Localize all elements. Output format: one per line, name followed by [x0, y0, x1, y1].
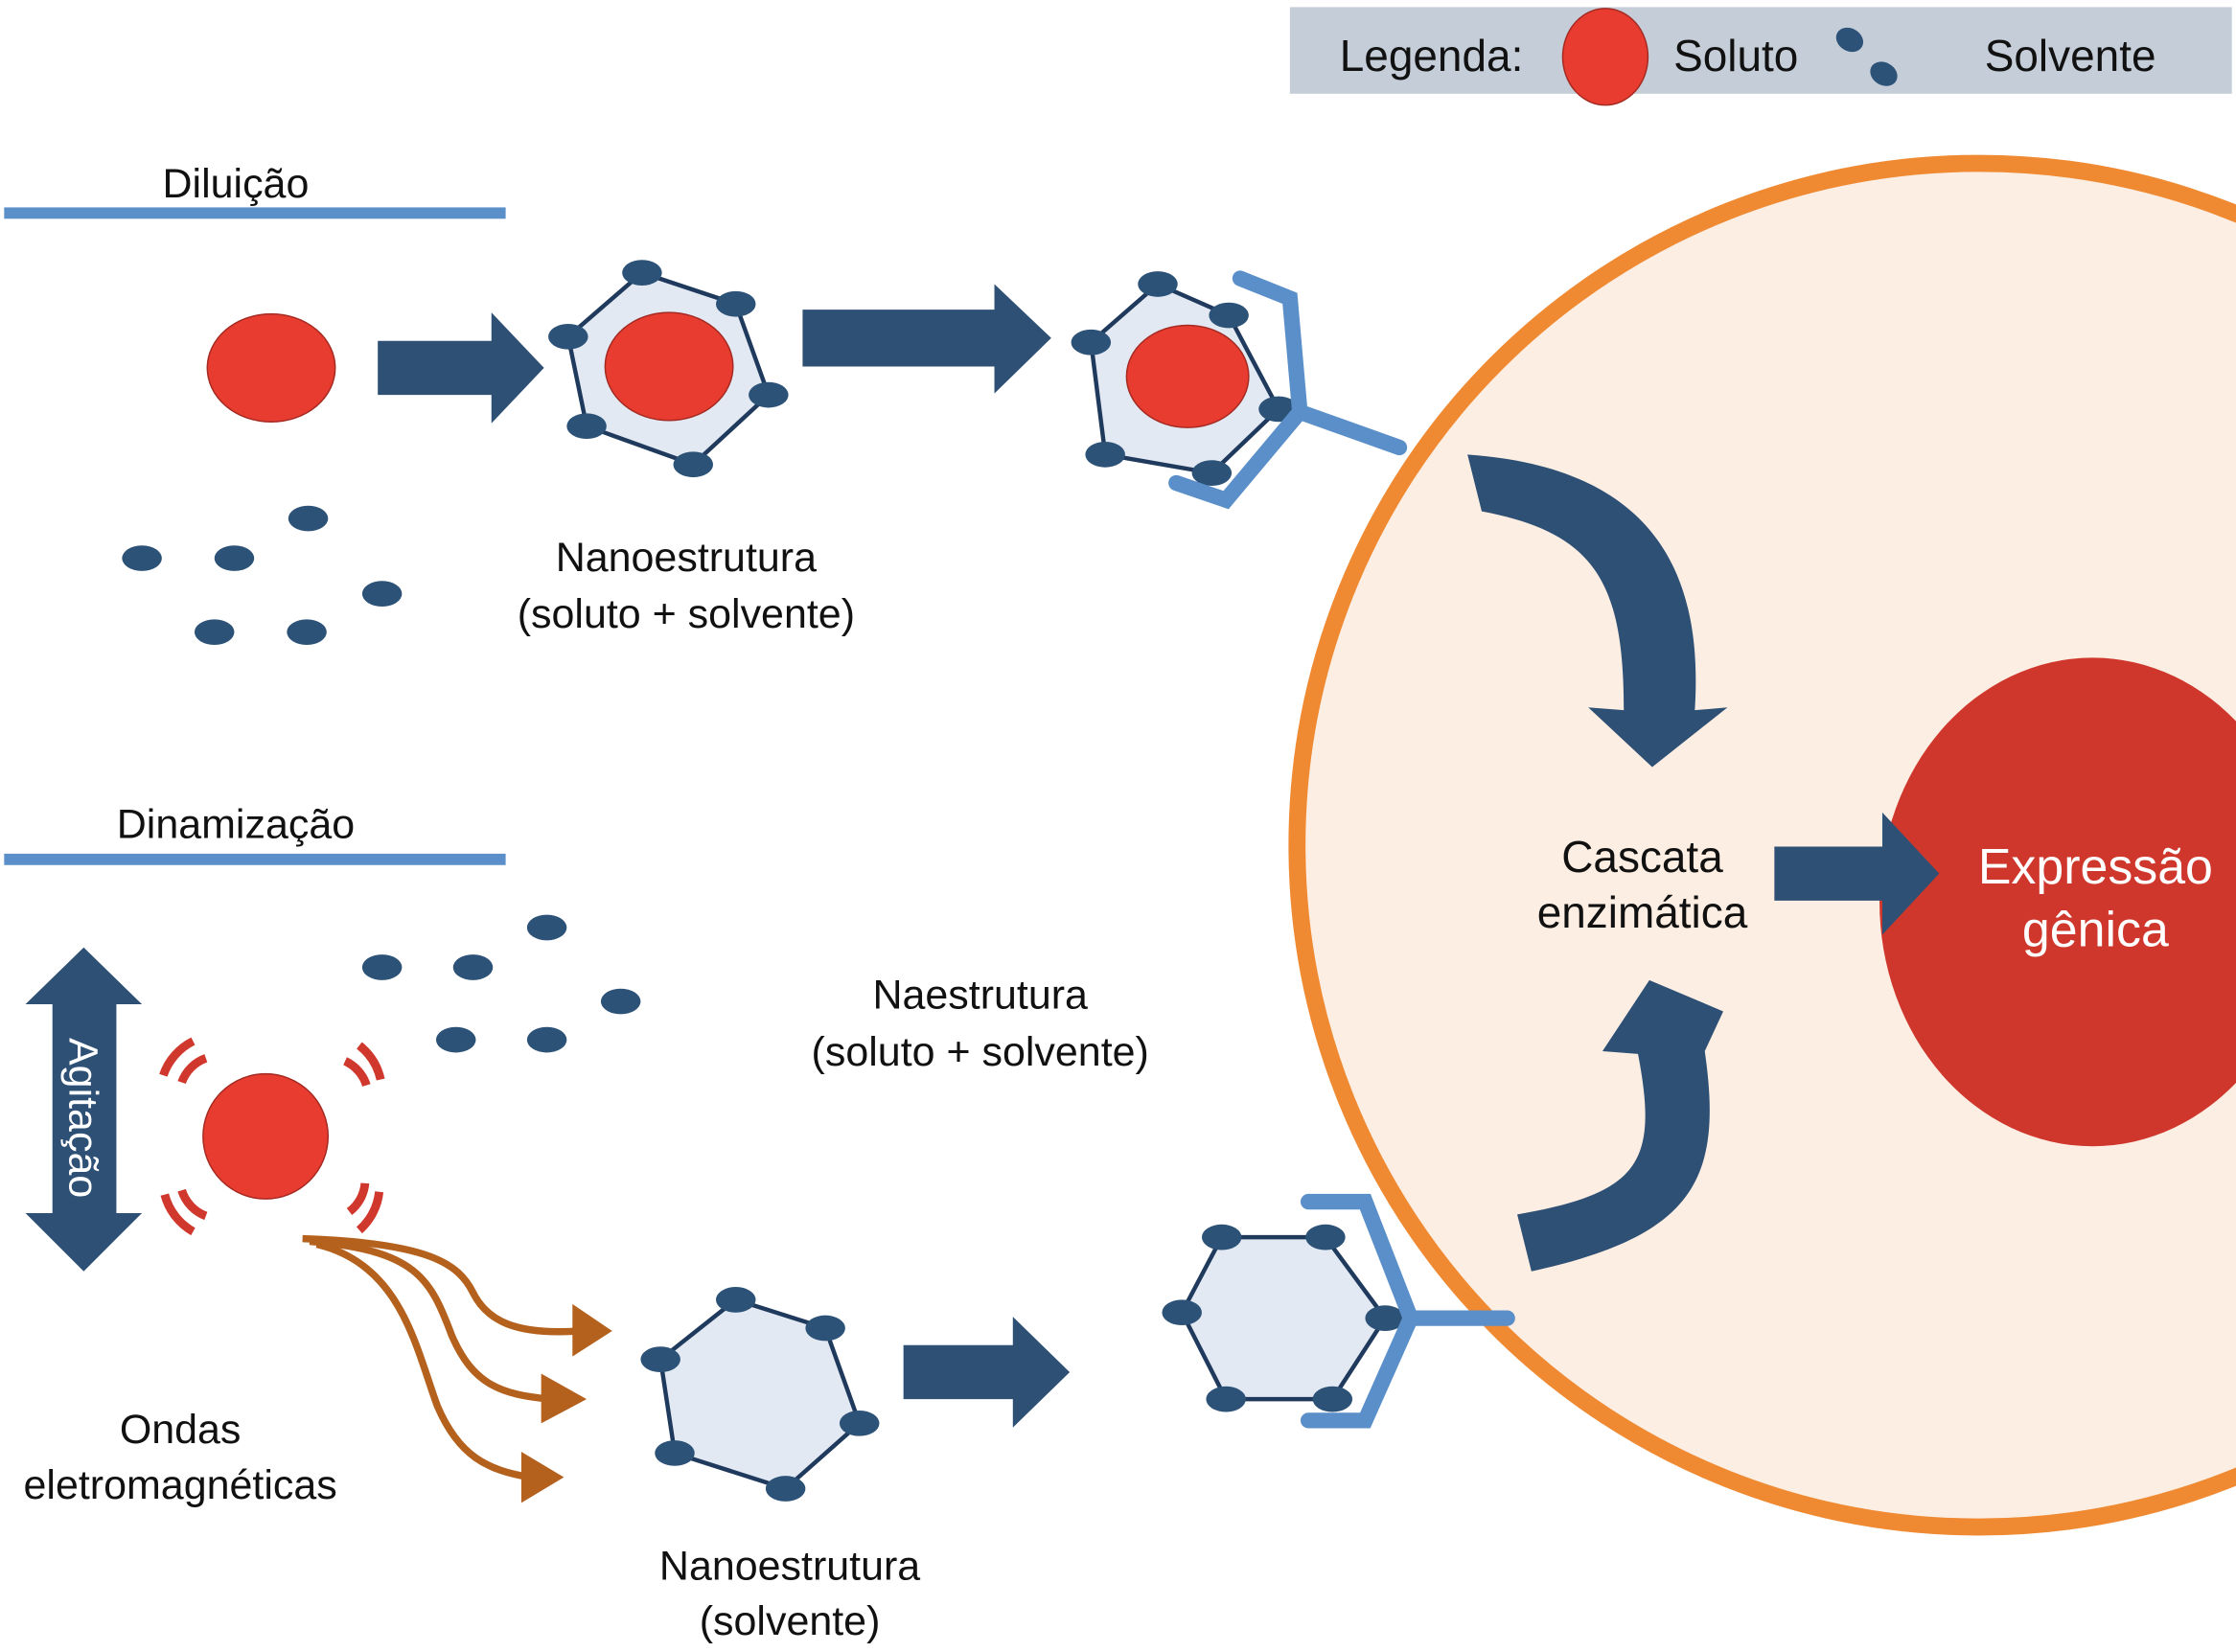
arrow-dilution-2: [802, 284, 1051, 394]
arrow-to-nucleus: [1774, 812, 1940, 935]
wave-arrowheads: [520, 1303, 612, 1503]
dilution-title: Diluição: [163, 161, 310, 207]
arrow-dynamization: [903, 1317, 1071, 1428]
solvent-legend-icon: [1835, 27, 1898, 86]
dynamization-section: Dinamização Agitação Ondas eletrom: [4, 802, 1515, 1644]
dilution-divider: [4, 207, 506, 219]
bound-nanostructure-bottom: [1162, 1224, 1405, 1412]
nanostructure-solvent: [640, 1287, 880, 1502]
curved-arrow-top: [1467, 454, 1728, 768]
curved-arrow-bottom: [1517, 979, 1723, 1272]
vibrating-solute: [202, 1072, 330, 1200]
solute-legend-icon: [1561, 8, 1649, 106]
legend-background: [1289, 7, 2232, 94]
agitation-arrow: [25, 947, 143, 1272]
nanostructure-label-line1: Nanoestrutura: [556, 535, 817, 581]
solvent-particles: [122, 505, 403, 645]
cascade-label-line2: enzimática: [1537, 887, 1748, 937]
nucleus: [1879, 657, 2236, 1147]
legend-solute-label: Soluto: [1673, 31, 1798, 80]
nanostructure-solute-solvent: [548, 260, 789, 478]
solvent-nano-label-line1: Nanoestrutura: [659, 1543, 920, 1589]
receptor-top: [1168, 270, 1408, 510]
nucleus-label-line2: gênica: [2022, 901, 2169, 956]
agitation-label: Agitação: [60, 1038, 106, 1198]
receptor-bottom: [1300, 1193, 1515, 1429]
waves-label-line1: Ondas: [120, 1407, 242, 1453]
bound-nanostructure-top: [1071, 271, 1299, 486]
legend: Legenda: Soluto Solvente: [1289, 7, 2232, 106]
dynamization-divider: [4, 853, 506, 865]
dynamization-title: Dinamização: [117, 802, 355, 848]
arrow-dilution-1: [378, 312, 544, 424]
vibration-marks: [159, 1037, 385, 1236]
naestrutura-label-line2: (soluto + solvente): [812, 1029, 1149, 1075]
dilution-section: Diluição Nanoestrutura (soluto + solvent…: [4, 161, 1408, 645]
solvent-particles-dynamization: [361, 914, 641, 1053]
legend-title: Legenda:: [1340, 31, 1524, 80]
cell: Expressão gênica Cascata enzimática: [1288, 154, 2236, 1536]
legend-solvent-label: Solvente: [1985, 31, 2156, 80]
nucleus-label-line1: Expressão: [1978, 838, 2213, 894]
electromagnetic-waves: [302, 1234, 580, 1481]
cascade-label-line1: Cascata: [1561, 832, 1723, 882]
waves-label-line2: eletromagnéticas: [24, 1462, 337, 1508]
nanostructure-label-line2: (soluto + solvente): [518, 591, 855, 637]
naestrutura-label-line1: Naestrutura: [872, 972, 1088, 1018]
solute-particle: [206, 312, 336, 424]
solvent-nano-label-line2: (solvente): [700, 1598, 881, 1644]
